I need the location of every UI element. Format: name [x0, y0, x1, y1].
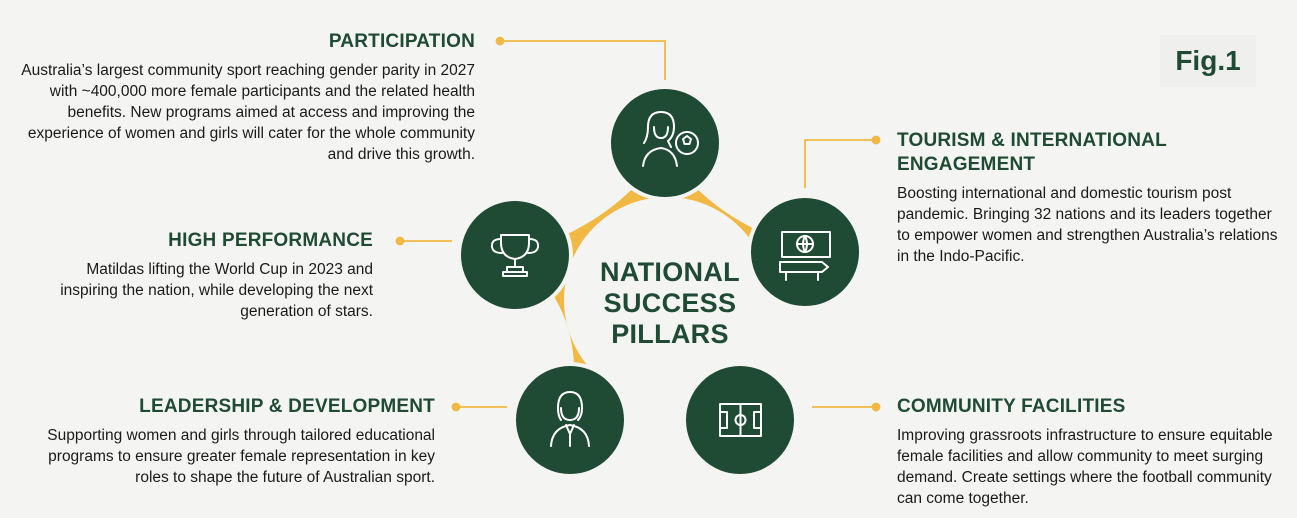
- high-performance-circle: [457, 197, 573, 313]
- center-title-line-3: PILLARS: [611, 319, 729, 349]
- tourism-connector: [804, 139, 876, 188]
- participation-text: Australia’s largest community sport reac…: [21, 62, 475, 163]
- high-performance-connector-dot: [395, 236, 405, 246]
- figure-label: Fig.1: [1160, 35, 1256, 87]
- globe-screen-signpost-icon: [779, 231, 831, 281]
- tourism-connector-dot: [871, 135, 881, 145]
- participation-connector-dot: [495, 36, 505, 46]
- female-player-with-ball-icon: [642, 111, 699, 167]
- center-title: NATIONAL SUCCESS PILLARS: [580, 257, 760, 350]
- businesswoman-icon: [550, 391, 590, 447]
- leadership-connector-dot: [451, 402, 461, 412]
- facilities-connector-dot: [871, 402, 881, 412]
- participation-heading: PARTICIPATION: [328, 31, 475, 52]
- high-performance-block: HIGH PERFORMANCE Matildas lifting the Wo…: [30, 229, 373, 322]
- tourism-text: Boosting international and domestic tour…: [897, 185, 1278, 265]
- facilities-heading: COMMUNITY FACILITIES: [897, 396, 1126, 417]
- tourism-block: TOURISM & INTERNATIONAL ENGAGEMENT Boost…: [897, 129, 1289, 267]
- facilities-text: Improving grassroots infrastructure to e…: [897, 427, 1273, 507]
- participation-block: PARTICIPATION Australia’s largest commun…: [20, 30, 475, 165]
- participation-connector: [500, 40, 666, 80]
- participation-circle: [607, 85, 723, 201]
- center-hub: [564, 197, 770, 403]
- facilities-block: COMMUNITY FACILITIES Improving grassroot…: [897, 395, 1289, 509]
- high-performance-text: Matildas lifting the World Cup in 2023 a…: [60, 261, 373, 320]
- leadership-text: Supporting women and girls through tailo…: [47, 427, 435, 486]
- leadership-heading: LEADERSHIP & DEVELOPMENT: [139, 396, 435, 417]
- trophy-icon: [490, 234, 540, 277]
- high-performance-heading: HIGH PERFORMANCE: [168, 230, 373, 251]
- center-title-line-2: SUCCESS: [603, 288, 737, 318]
- football-pitch-icon: [719, 403, 762, 437]
- center-title-line-1: NATIONAL: [600, 257, 740, 287]
- tourism-heading: TOURISM & INTERNATIONAL ENGAGEMENT: [897, 130, 1167, 175]
- leadership-block: LEADERSHIP & DEVELOPMENT Supporting wome…: [40, 395, 435, 488]
